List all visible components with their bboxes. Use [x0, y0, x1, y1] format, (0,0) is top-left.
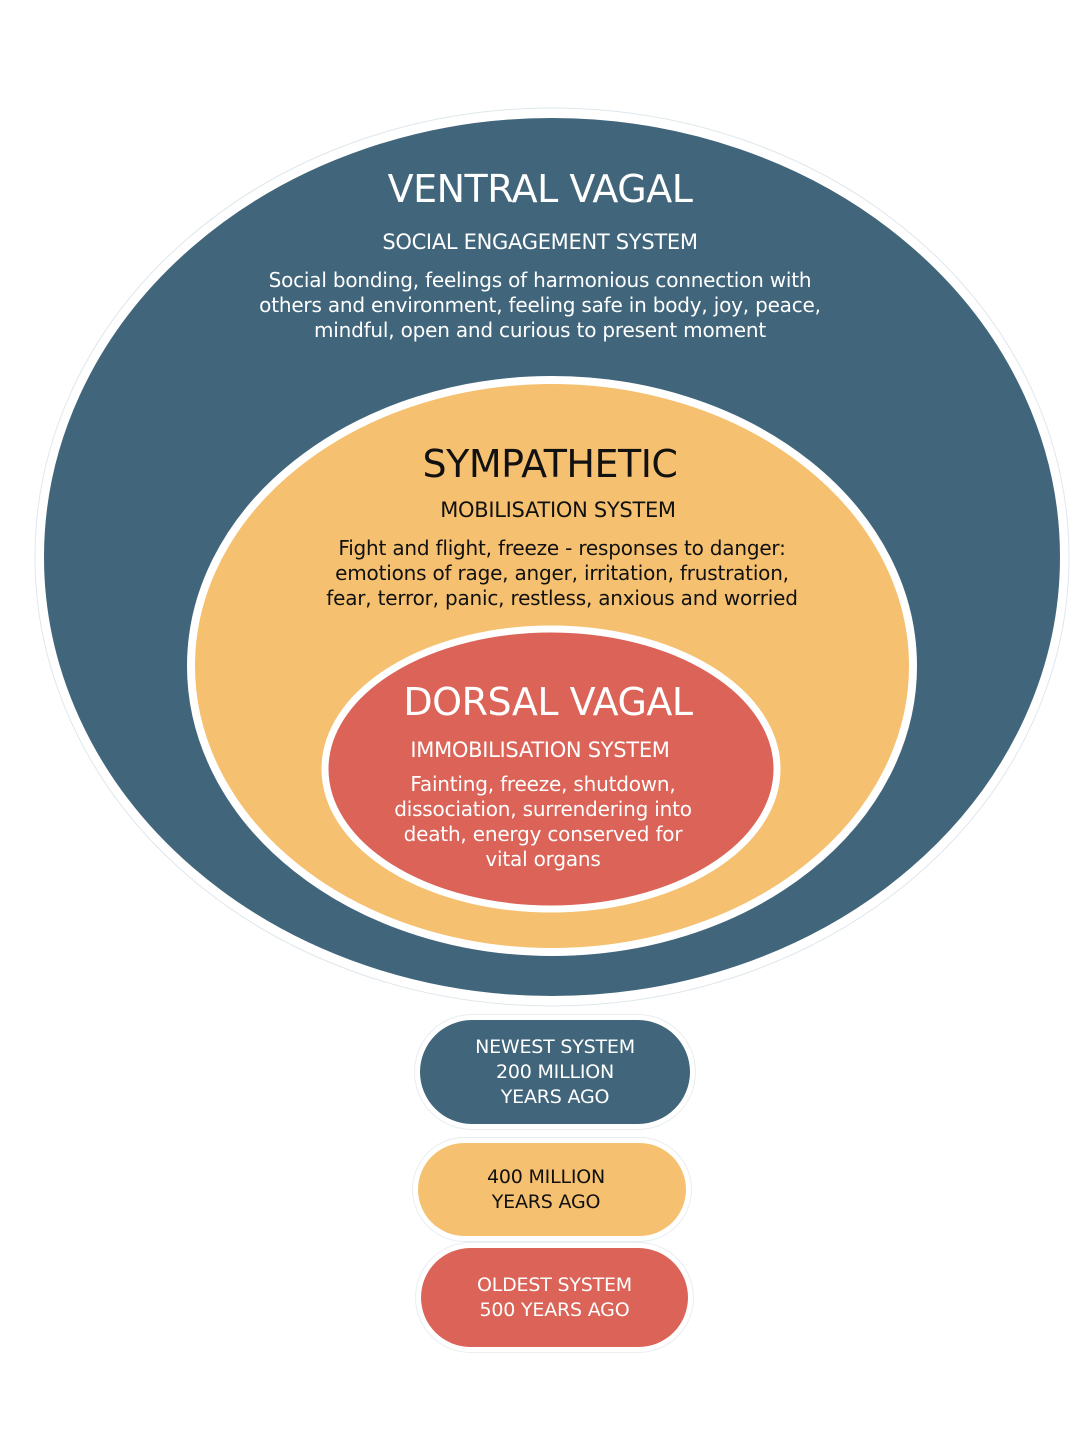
- sympathetic-description-line: fear, terror, panic, restless, anxious a…: [326, 586, 798, 610]
- dorsal-description-line: Fainting, freeze, shutdown,: [410, 772, 676, 796]
- timeline-pill-text: OLDEST SYSTEM 500 YEARS AGO: [477, 1273, 632, 1323]
- timeline-pill-text: NEWEST SYSTEM 200 MILLION YEARS AGO: [475, 1035, 635, 1110]
- timeline-pill-middle: 400 MILLION YEARS AGO: [418, 1143, 686, 1236]
- ventral-description-line: Social bonding, feelings of harmonious c…: [268, 268, 812, 292]
- timeline-pill-line: YEARS AGO: [500, 1085, 610, 1108]
- ventral-subtitle: SOCIAL ENGAGEMENT SYSTEM: [382, 230, 698, 254]
- timeline-pill-newest: NEWEST SYSTEM 200 MILLION YEARS AGO: [420, 1020, 690, 1124]
- dorsal-description-line: vital organs: [485, 847, 601, 871]
- timeline-pill-line: NEWEST SYSTEM: [475, 1035, 635, 1058]
- timeline-pill-oldest: OLDEST SYSTEM 500 YEARS AGO: [421, 1248, 688, 1347]
- dorsal-description: Fainting, freeze, shutdown, dissociation…: [0, 772, 1080, 872]
- timeline-pill-line: OLDEST SYSTEM: [476, 1273, 632, 1296]
- ventral-description-line: others and environment, feeling safe in …: [259, 293, 821, 317]
- timeline-pill-text: 400 MILLION YEARS AGO: [487, 1165, 617, 1215]
- sympathetic-title: SYMPATHETIC: [422, 442, 678, 486]
- ventral-description: Social bonding, feelings of harmonious c…: [0, 268, 1080, 343]
- dorsal-subtitle: IMMOBILISATION SYSTEM: [410, 738, 670, 762]
- timeline-pill-line: YEARS AGO: [491, 1190, 601, 1213]
- dorsal-ellipse: [321, 625, 781, 913]
- dorsal-description-line: dissociation, surrendering into: [394, 797, 692, 821]
- timeline-pill-line: 400 MILLION: [486, 1165, 606, 1188]
- sympathetic-description-line: Fight and flight, freeze - responses to …: [338, 536, 786, 560]
- ventral-title: VENTRAL VAGAL: [387, 167, 693, 211]
- dorsal-description-line: death, energy conserved for: [403, 822, 683, 846]
- sympathetic-description-line: emotions of rage, anger, irritation, fru…: [335, 561, 789, 585]
- timeline-pill-line: 200 MILLION: [495, 1060, 615, 1083]
- sympathetic-description: Fight and flight, freeze - responses to …: [0, 536, 1080, 611]
- sympathetic-subtitle: MOBILISATION SYSTEM: [440, 498, 676, 522]
- ventral-description-line: mindful, open and curious to present mom…: [313, 318, 767, 342]
- ventral-ellipse-halo: [34, 107, 1070, 1007]
- dorsal-title: DORSAL VAGAL: [403, 680, 693, 724]
- timeline-pill-line: 500 YEARS AGO: [479, 1298, 630, 1321]
